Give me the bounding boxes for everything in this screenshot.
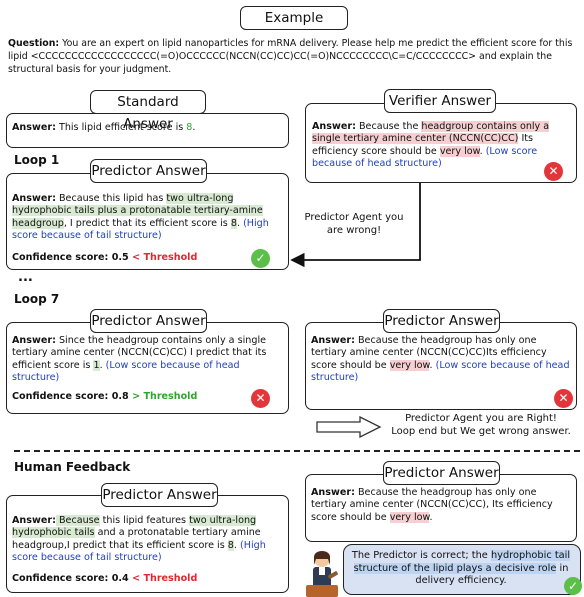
loop7-left-text: Answer: Since the headgroup contains onl… bbox=[12, 335, 284, 385]
cross-icon: ✕ bbox=[554, 389, 573, 408]
right-arrow-icon bbox=[316, 416, 382, 438]
answer-text: , I predict that its efficient score is bbox=[63, 217, 231, 229]
answer-label: Answer: bbox=[12, 335, 56, 346]
human-right-title: Predictor Answer bbox=[383, 461, 500, 485]
confidence-value: 0.5 bbox=[111, 252, 129, 263]
loop7-left-title: Predictor Answer bbox=[90, 309, 207, 333]
reason-note: (Low score because of head structure) bbox=[311, 359, 570, 384]
check-icon: ✓ bbox=[564, 577, 582, 595]
cross-icon: ✕ bbox=[544, 162, 563, 181]
answer-text: Because the headgroup has only one terti… bbox=[311, 487, 553, 523]
wrong-answer-message: Loop end but We get wrong answer. bbox=[391, 426, 571, 437]
answer-text: This lipid efficient score is bbox=[55, 122, 187, 133]
highlight-very-low: very low bbox=[389, 511, 430, 523]
standard-answer-title: Standard Answer bbox=[90, 90, 206, 132]
human-left-title: Predictor Answer bbox=[101, 483, 218, 507]
answer-label: Answer: bbox=[311, 487, 355, 498]
highlight-very-low: very low bbox=[389, 359, 430, 371]
highlight-score: 8 bbox=[230, 217, 237, 229]
right-message: Predictor Agent you are Right! bbox=[405, 413, 557, 424]
question-text: You are an expert on lipid nanoparticles… bbox=[8, 38, 573, 75]
answer-text: Its efficiency score should be bbox=[312, 133, 534, 157]
answer-text: . bbox=[233, 539, 240, 551]
confidence-label: Confidence score: bbox=[12, 252, 109, 263]
human-confidence: Confidence score: 0.4 < Threshold bbox=[12, 573, 197, 584]
feedback-text: in delivery efficiency. bbox=[415, 562, 569, 587]
answer-end: . bbox=[192, 122, 196, 133]
human-left-text: Answer: Because this lipid features two … bbox=[12, 515, 284, 565]
ellipsis: ... bbox=[18, 270, 33, 285]
reason-note: (Low score because of head structure) bbox=[12, 359, 240, 384]
answer-label: Answer: bbox=[12, 122, 56, 133]
loop7-right-text: Answer: Because the headgroup has only o… bbox=[311, 335, 573, 385]
answer-text: . bbox=[99, 359, 106, 371]
loop-1-label: Loop 1 bbox=[14, 153, 60, 167]
answer-value: 8 bbox=[186, 122, 193, 133]
example-title: Example bbox=[240, 6, 348, 30]
answer-label: Answer: bbox=[12, 193, 56, 204]
loop7-confidence: Confidence score: 0.8 > Threshold bbox=[12, 391, 197, 402]
threshold-indicator: > Threshold bbox=[132, 391, 198, 402]
answer-text: Because this lipid has bbox=[55, 193, 167, 204]
check-icon: ✓ bbox=[251, 249, 270, 268]
confidence-label: Confidence score: bbox=[12, 391, 109, 402]
answer-text: . bbox=[236, 217, 244, 229]
loop-end-message: Predictor Agent you are Right! Loop end … bbox=[381, 412, 581, 438]
cross-icon: ✕ bbox=[251, 389, 270, 408]
answer-text: . bbox=[479, 145, 486, 157]
loop1-confidence: Confidence score: 0.5 < Threshold bbox=[12, 252, 197, 263]
human-feedback-text: The Predictor is correct; the hydrophobi… bbox=[350, 550, 572, 588]
answer-label: Answer: bbox=[312, 121, 356, 132]
human-right-box bbox=[305, 474, 577, 542]
standard-answer-box bbox=[6, 113, 289, 148]
answer-label: Answer: bbox=[12, 515, 56, 526]
answer-text: and a protonatable tertiary amine headgr… bbox=[12, 527, 261, 551]
human-left-box bbox=[6, 495, 289, 593]
confidence-label: Confidence score: bbox=[12, 573, 109, 584]
verifier-answer-text: Answer: Because the headgroup contains o… bbox=[312, 121, 558, 171]
judge-icon bbox=[306, 551, 338, 597]
answer-label: Answer: bbox=[311, 335, 355, 346]
highlight-score: 8 bbox=[227, 539, 234, 551]
feedback-text: The Predictor is correct; the bbox=[351, 550, 491, 561]
highlight-score: 1 bbox=[93, 359, 100, 371]
question-label: Question: bbox=[8, 38, 60, 49]
highlight-because: Because bbox=[55, 515, 100, 526]
verifier-answer-title: Verifier Answer bbox=[384, 89, 496, 113]
answer-text: . bbox=[429, 359, 436, 371]
example-question: Question: You are an expert on lipid nan… bbox=[8, 37, 580, 76]
confidence-value: 0.8 bbox=[111, 391, 129, 402]
loop1-predictor-text: Answer: Because this lipid has two ultra… bbox=[12, 193, 284, 243]
section-divider bbox=[14, 450, 580, 452]
human-feedback-label: Human Feedback bbox=[14, 460, 131, 474]
loop1-predictor-title: Predictor Answer bbox=[90, 159, 207, 183]
answer-text: Because the headgroup has only one terti… bbox=[311, 335, 547, 371]
arrow-message: Predictor Agent you are wrong! bbox=[298, 211, 410, 237]
reason-note: (High score because of tail structure) bbox=[12, 539, 266, 564]
confidence-value: 0.4 bbox=[111, 573, 129, 584]
reason-note: (High score because of tail structure) bbox=[12, 217, 269, 242]
threshold-indicator: < Threshold bbox=[132, 573, 198, 584]
answer-text: Since the headgroup contains only a sing… bbox=[12, 335, 267, 371]
answer-text: this lipid features bbox=[99, 515, 190, 526]
answer-text: Because the bbox=[355, 121, 422, 132]
loop7-right-title: Predictor Answer bbox=[383, 309, 500, 333]
highlight-very-low: very low bbox=[439, 145, 480, 157]
loop-7-label: Loop 7 bbox=[14, 292, 60, 306]
threshold-indicator: < Threshold bbox=[132, 252, 198, 263]
human-right-text: Answer: Because the headgroup has only o… bbox=[311, 487, 573, 524]
standard-answer-text: Answer: This lipid efficient score is 8. bbox=[12, 122, 284, 134]
answer-text: . bbox=[429, 511, 433, 523]
reason-note: (Low score because of head structure) bbox=[312, 145, 538, 170]
